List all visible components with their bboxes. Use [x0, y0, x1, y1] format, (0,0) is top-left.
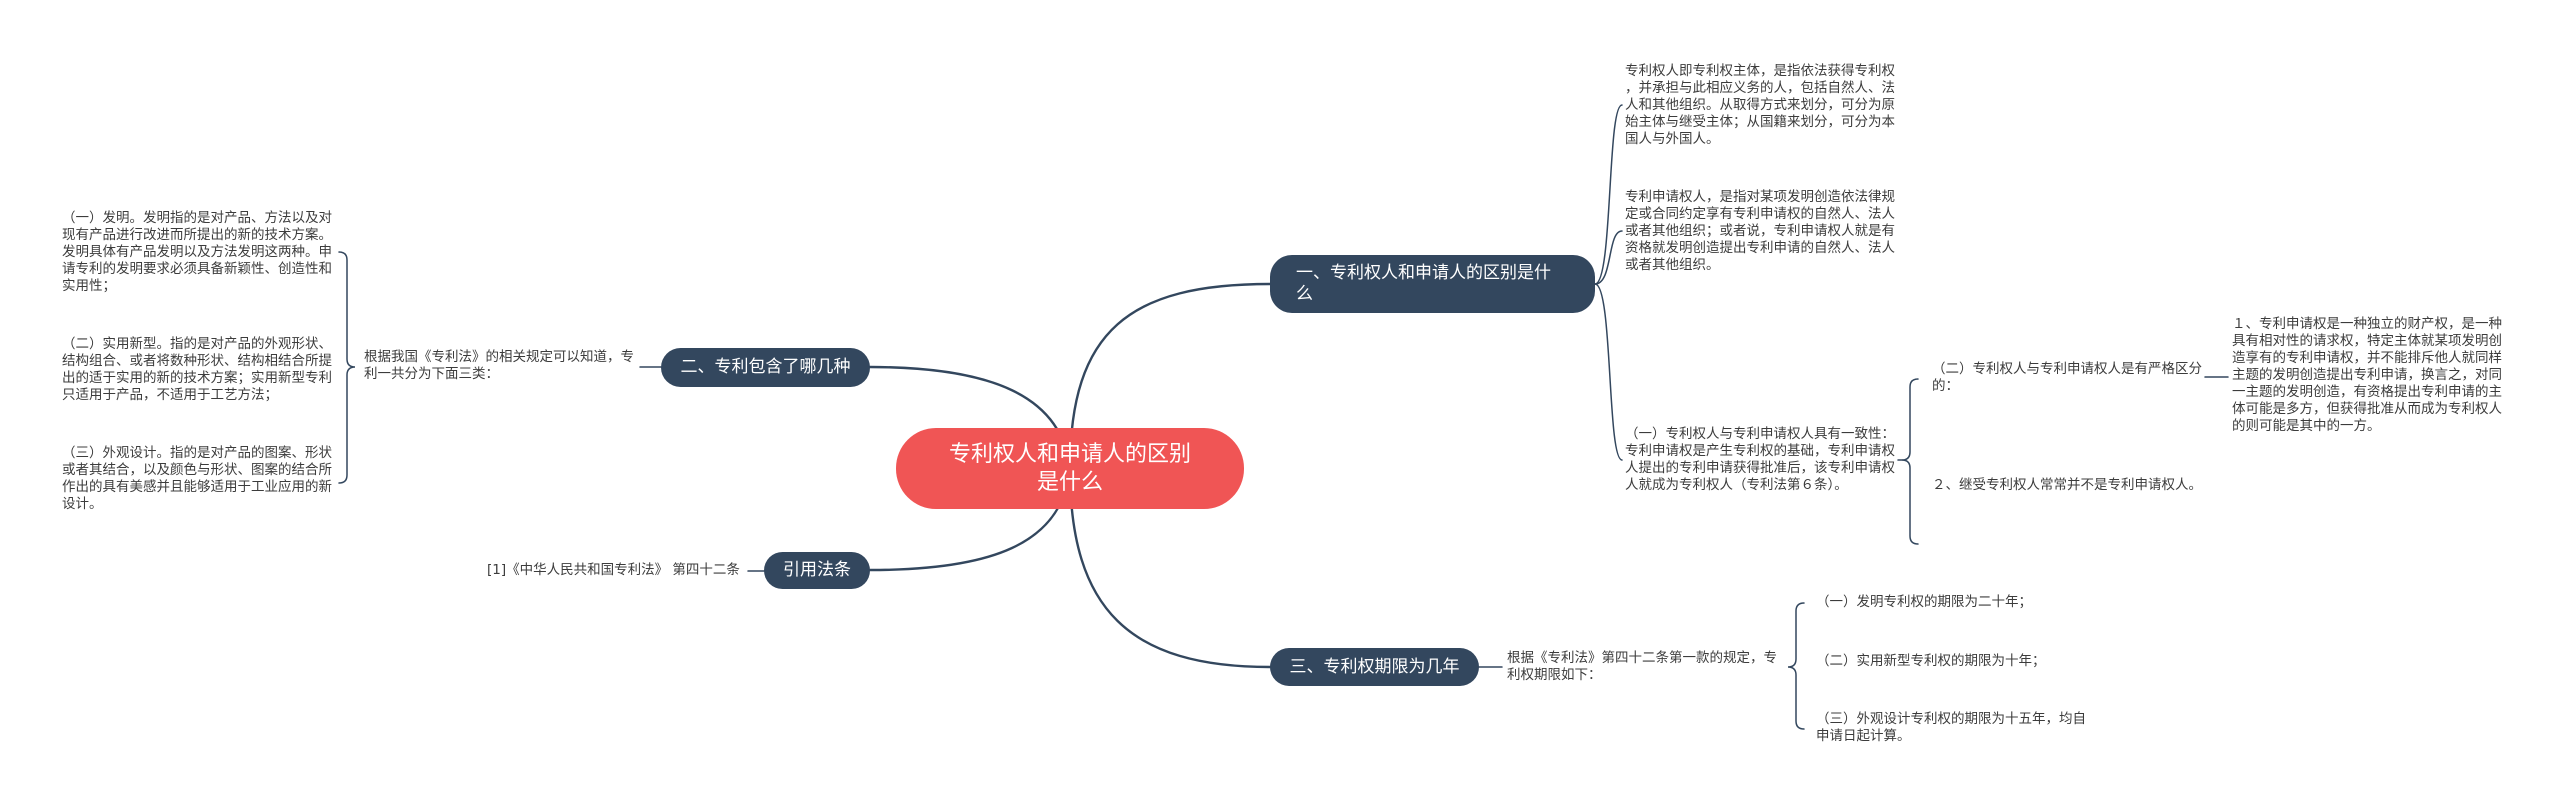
applicant-definition-topic[interactable]: 专利申请权人，是指对某项发明创造依法律规定或合同约定享有专利申请权的自然人、法人…	[1625, 189, 1895, 273]
branch-2-label: 二、专利包含了哪几种	[680, 357, 851, 377]
consistency-topic[interactable]: （一）专利权人与专利申请权人具有一致性：专利申请权是产生专利权的基础，专利申请权…	[1625, 426, 1895, 493]
branch-2-topic[interactable]: 二、专利包含了哪几种	[661, 348, 870, 387]
patent-type-invention-topic[interactable]: （一）发明。发明指的是对产品、方法以及对现有产品进行改进而所提出的新的技术方案。…	[62, 210, 332, 294]
patent-type-design-topic[interactable]: （三）外观设计。指的是对产品的图案、形状或者其结合，以及颜色与形状、图案的结合所…	[62, 445, 332, 512]
branch-1-label: 一、专利权人和申请人的区别是什么	[1296, 263, 1551, 304]
connector-branch-1-applicant	[1594, 230, 1623, 285]
patent-types-intro-topic[interactable]: 根据我国《专利法》的相关规定可以知道，专利一共分为下面三类：	[364, 349, 634, 382]
distinction-detail-topic[interactable]: １、专利申请权是一种独立的财产权，是一种具有相对性的请求权，特定主体就某项发明创…	[2232, 316, 2502, 434]
successor-note-topic[interactable]: ２、继受专利权人常常并不是专利申请权人。	[1932, 477, 2202, 493]
term-utility-model-topic[interactable]: （二）实用新型专利权的期限为十年；	[1816, 653, 2046, 669]
patentee-definition-topic[interactable]: 专利权人即专利权主体，是指依法获得专利权，并承担与此相应义务的人，包括自然人、法…	[1625, 63, 1895, 147]
branch-1-topic[interactable]: 一、专利权人和申请人的区别是什么	[1270, 255, 1595, 313]
references-topic[interactable]: 引用法条	[764, 552, 870, 589]
branch-3-topic[interactable]: 三、专利权期限为几年	[1270, 648, 1479, 686]
references-label: 引用法条	[783, 560, 851, 580]
bracket-branch-3-terms	[1787, 602, 1805, 730]
patent-type-utility-model-topic[interactable]: （二）实用新型。指的是对产品的外观形状、结构组合、或者将数种形状、结构相结合所提…	[62, 336, 332, 403]
connector-root-branch-1	[1068, 282, 1272, 471]
connector-root-branch-3	[1068, 467, 1272, 669]
branch-3-label: 三、专利权期限为几年	[1289, 656, 1460, 677]
bracket-branch-2-types	[338, 251, 356, 484]
distinction-topic[interactable]: （二）专利权人与专利申请权人是有严格区分的：	[1932, 361, 2202, 394]
root-topic[interactable]: 专利权人和申请人的区别是什么	[896, 428, 1244, 509]
term-design-topic[interactable]: （三）外观设计专利权的期限为十五年，均自申请日起计算。	[1816, 711, 2086, 744]
reference-item-topic[interactable]: [1]《中华人民共和国专利法》 第四十二条	[487, 562, 740, 578]
patent-term-intro-topic[interactable]: 根据《专利法》第四十二条第一款的规定，专利权期限如下：	[1507, 650, 1777, 683]
connector-branch-1-patentee	[1594, 104, 1623, 285]
term-invention-topic[interactable]: （一）发明专利权的期限为二十年；	[1816, 594, 2032, 610]
root-topic-label: 专利权人和申请人的区别是什么	[948, 441, 1191, 495]
bracket-consistency-children	[1901, 378, 1919, 545]
connector-branch-1-consistency	[1594, 283, 1623, 461]
